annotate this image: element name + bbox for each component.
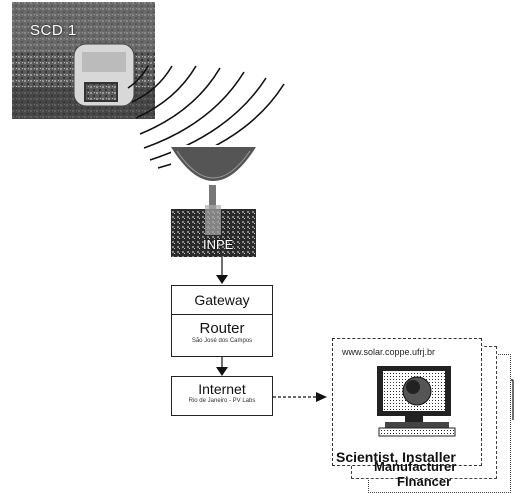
ground-station-image [171,145,256,257]
ground-station-label: INPE [203,237,234,252]
gateway-box: Gateway [171,285,273,315]
internet-location: Rio de Janeiro - PV Labs [188,398,256,404]
financer-label: Financer [397,474,452,489]
scientist-installer-label: Scientist, Installer [336,449,456,465]
satellite-label: SCD 1 [30,22,77,39]
satellite-image [12,2,155,119]
router-location: São José dos Campos [191,338,253,344]
manufacturer-label: Manufacturer [374,459,457,474]
router-label: Router [199,320,245,337]
website-url: www.solar.coppe.ufrj.br [342,347,436,357]
internet-box: Internet Rio de Janeiro - PV Labs [171,376,273,416]
gateway-label: Gateway [194,292,250,308]
internet-label: Internet [198,381,246,397]
router-box: Router São José dos Campos [171,314,273,357]
computer-monitor-icon [377,366,456,437]
radio-waves [127,65,285,169]
